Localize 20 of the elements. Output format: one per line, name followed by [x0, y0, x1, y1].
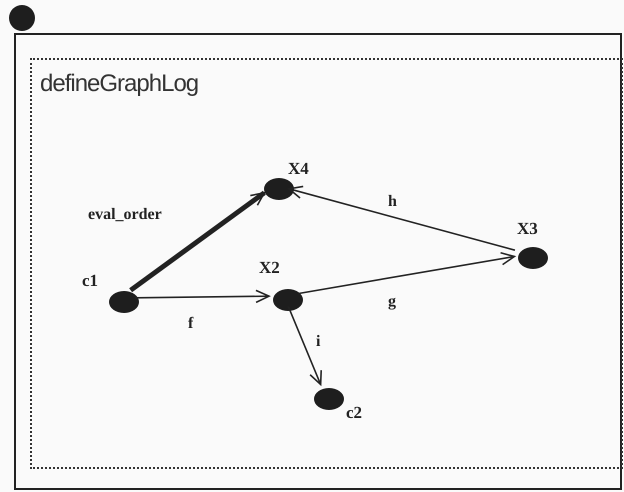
- node-label: X3: [517, 218, 538, 240]
- arrow: [135, 290, 270, 304]
- edge-label: g: [388, 292, 396, 312]
- graph-node: [314, 388, 344, 410]
- graph-node: [264, 178, 294, 200]
- corner-dot: [9, 5, 35, 31]
- edge-label: f: [188, 314, 194, 334]
- node-label: c2: [346, 402, 362, 424]
- graph-node: [273, 289, 303, 311]
- node-label: X2: [259, 257, 280, 279]
- node-label: c1: [82, 270, 98, 292]
- edge-label: h: [388, 192, 397, 212]
- arrow: [129, 190, 266, 292]
- graph-node: [109, 291, 139, 313]
- edge-label: eval_order: [88, 205, 162, 225]
- edge-label: i: [316, 332, 320, 352]
- graph-node: [518, 247, 548, 269]
- arrow: [298, 252, 516, 294]
- node-label: X4: [288, 158, 309, 180]
- frame-title: defineGraphLog: [40, 69, 198, 99]
